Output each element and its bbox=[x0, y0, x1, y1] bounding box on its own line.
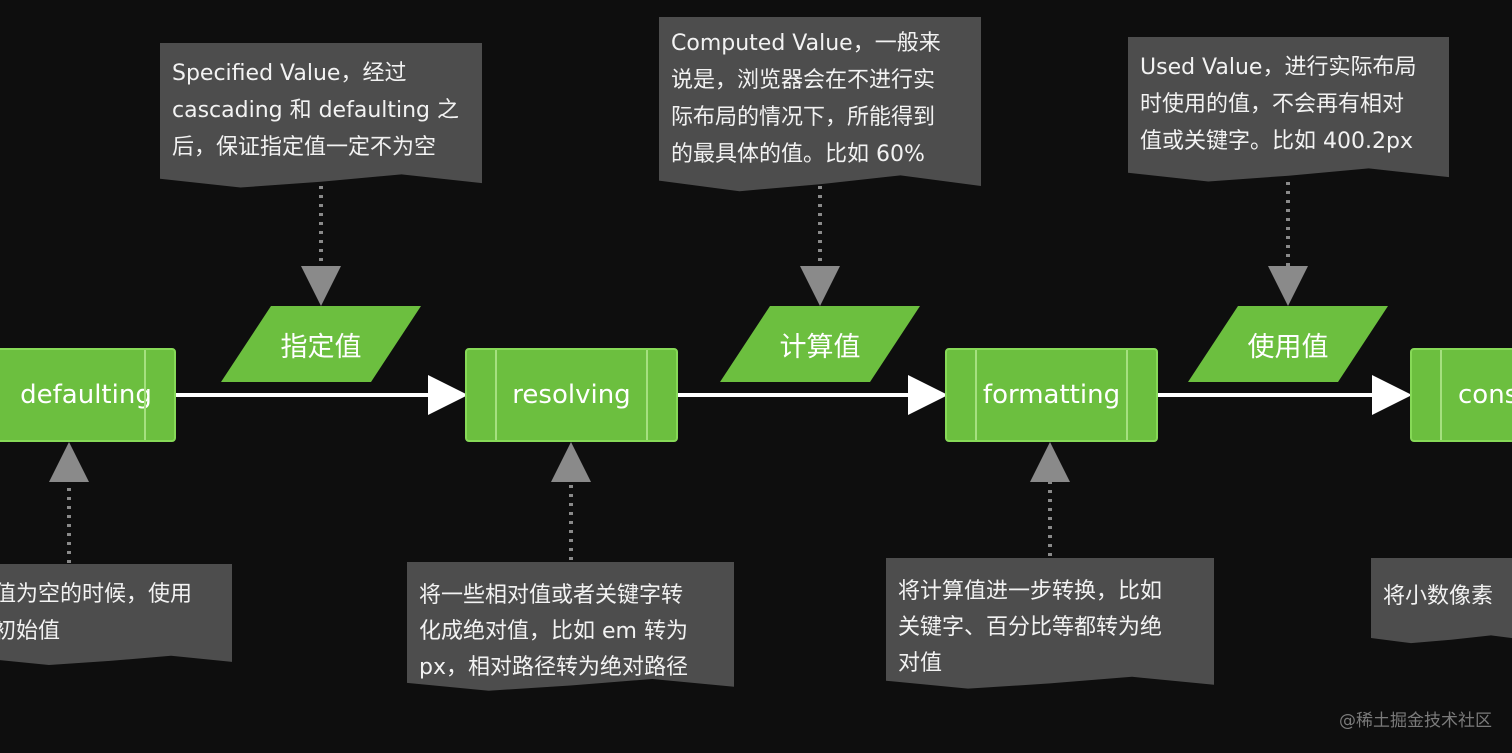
process-resolving-label: resolving bbox=[512, 380, 631, 410]
note-line: px，相对路径转为绝对路径 bbox=[419, 655, 688, 680]
note-line: cascading 和 defaulting 之 bbox=[172, 98, 460, 123]
watermark: @稀土掘金技术社区 bbox=[1339, 711, 1492, 731]
process-formatting: formatting bbox=[945, 348, 1158, 442]
process-defaulting-label: defaulting bbox=[20, 380, 152, 410]
process-resolving: resolving bbox=[465, 348, 678, 442]
note-formatting: 将计算值进一步转换，比如 关键字、百分比等都转为绝 对值 bbox=[886, 558, 1214, 689]
value-used: 使用值 bbox=[1188, 306, 1388, 382]
note-line: 对值 bbox=[898, 651, 943, 676]
process-constraining-label: cons bbox=[1458, 380, 1512, 410]
value-specified: 指定值 bbox=[221, 306, 421, 382]
note-resolving: 将一些相对值或者关键字转 化成绝对值，比如 em 转为 px，相对路径转为绝对路… bbox=[407, 562, 734, 691]
note-line: 时使用的值，不会再有相对 bbox=[1140, 92, 1405, 117]
value-computed-label: 计算值 bbox=[779, 331, 861, 363]
value-computed: 计算值 bbox=[720, 306, 920, 382]
note-specified: Specified Value，经过 cascading 和 defaultin… bbox=[160, 43, 482, 188]
note-line: 化成绝对值，比如 em 转为 bbox=[419, 619, 688, 644]
note-defaulting: 值为空的时候，使用 初始值 bbox=[0, 564, 232, 665]
note-used: Used Value，进行实际布局 时使用的值，不会再有相对 值或关键字。比如 … bbox=[1128, 37, 1449, 182]
note-line: Computed Value，一般来 bbox=[671, 31, 941, 56]
note-line: Used Value，进行实际布局 bbox=[1140, 55, 1417, 80]
value-specified-label: 指定值 bbox=[280, 331, 362, 363]
note-line: 关键字、百分比等都转为绝 bbox=[898, 615, 1163, 640]
note-line: 的最具体的值。比如 60% bbox=[671, 142, 925, 167]
note-line: 将计算值进一步转换，比如 bbox=[898, 579, 1163, 604]
note-computed: Computed Value，一般来 说是，浏览器会在不进行实 际布局的情况下，… bbox=[659, 17, 981, 192]
note-line: 际布局的情况下，所能得到 bbox=[671, 105, 936, 130]
note-line: 初始值 bbox=[0, 619, 61, 644]
note-line: 值或关键字。比如 400.2px bbox=[1140, 129, 1413, 154]
note-line: 后，保证指定值一定不为空 bbox=[172, 135, 437, 160]
value-used-label: 使用值 bbox=[1247, 331, 1329, 363]
note-constraining: 将小数像素 bbox=[1371, 558, 1512, 644]
note-line: Specified Value，经过 bbox=[172, 61, 407, 86]
note-line: 将一些相对值或者关键字转 bbox=[419, 583, 684, 608]
process-defaulting: defaulting bbox=[0, 348, 176, 442]
note-line: 值为空的时候，使用 bbox=[0, 582, 193, 607]
note-line: 将小数像素 bbox=[1383, 584, 1494, 609]
process-formatting-label: formatting bbox=[982, 380, 1121, 410]
note-line: 说是，浏览器会在不进行实 bbox=[671, 68, 936, 93]
process-constraining: cons bbox=[1410, 348, 1512, 442]
